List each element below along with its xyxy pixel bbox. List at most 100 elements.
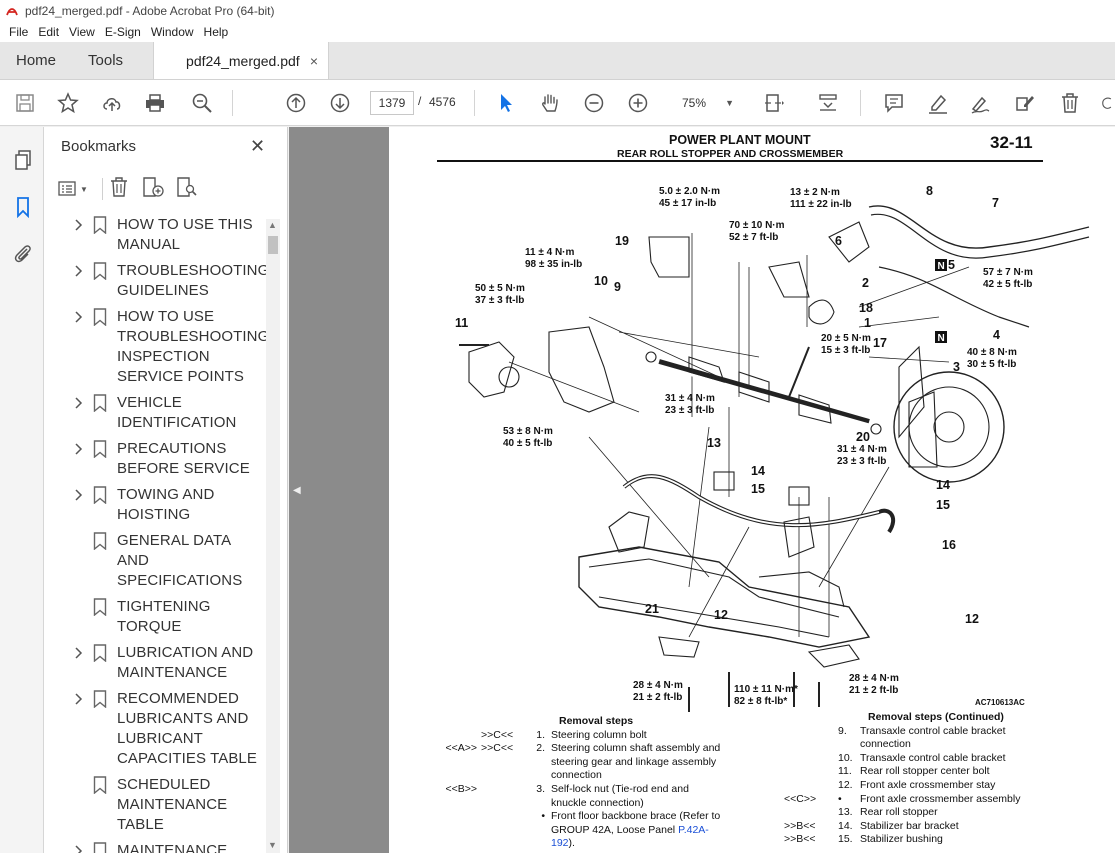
menu-view[interactable]: View bbox=[69, 25, 95, 39]
collapse-panel-arrow-icon[interactable]: ◀ bbox=[293, 485, 301, 496]
close-panel-icon[interactable]: ✕ bbox=[250, 136, 266, 156]
step-row: >>B<<15.Stabilizer bushing bbox=[746, 833, 1076, 847]
upload-cloud-icon[interactable] bbox=[100, 91, 124, 115]
bookmark-item[interactable]: LUBRICATION AND MAINTENANCE bbox=[44, 643, 266, 683]
edit-stamp-icon[interactable] bbox=[1012, 91, 1036, 115]
step-text-content: Front floor backbone brace (Refer to GRO… bbox=[551, 810, 721, 836]
torque-spec-label: 31 ± 4 N·m bbox=[665, 393, 715, 404]
window-title: pdf24_merged.pdf - Adobe Acrobat Pro (64… bbox=[25, 4, 275, 18]
bookmarks-scrollbar[interactable]: ▲ ▼ bbox=[266, 219, 280, 853]
step-marker bbox=[746, 779, 816, 793]
zoom-in-icon[interactable] bbox=[626, 91, 650, 115]
bookmark-item[interactable]: RECOMMENDED LUBRICANTS AND LUBRICANT CAP… bbox=[44, 689, 266, 769]
menu-help[interactable]: Help bbox=[203, 25, 229, 39]
chevron-right-icon[interactable] bbox=[73, 645, 85, 661]
step-marker bbox=[481, 810, 525, 851]
bookmark-item[interactable]: SCHEDULED MAINTENANCE TABLE bbox=[44, 775, 266, 835]
torque-spec-label: 82 ± 8 ft-lb* bbox=[734, 696, 787, 707]
select-cursor-icon[interactable] bbox=[494, 91, 518, 115]
torque-spec-label: 23 ± 3 ft-lb bbox=[837, 456, 886, 467]
highlight-pen-icon[interactable] bbox=[926, 91, 950, 115]
find-bookmark-icon[interactable] bbox=[175, 176, 199, 203]
tab-home[interactable]: Home bbox=[16, 52, 57, 69]
zoom-level-select[interactable]: 75% ▼ bbox=[668, 91, 740, 115]
chevron-right-icon[interactable] bbox=[73, 487, 85, 503]
torque-spec-label: 21 ± 2 ft-lb bbox=[633, 692, 682, 703]
next-page-icon[interactable] bbox=[328, 91, 352, 115]
bookmark-item[interactable]: PRECAUTIONS BEFORE SERVICE bbox=[44, 439, 266, 479]
step-marker: >>B<< bbox=[784, 819, 816, 832]
bookmark-options-icon[interactable]: ▼ bbox=[58, 180, 96, 198]
torque-spec-label: 40 ± 5 ft-lb bbox=[503, 438, 552, 449]
zoom-search-icon[interactable] bbox=[190, 91, 214, 115]
bookmark-item[interactable]: VEHICLE IDENTIFICATION bbox=[44, 393, 266, 433]
step-number: • bbox=[838, 792, 842, 805]
callout-number: 6 bbox=[835, 234, 842, 248]
bookmark-item[interactable]: GENERAL DATA AND SPECIFICATIONS bbox=[44, 531, 266, 591]
comment-icon[interactable] bbox=[882, 91, 906, 115]
scroll-mode-icon[interactable] bbox=[816, 91, 840, 115]
callout-number: 4 bbox=[993, 328, 1000, 342]
tab-close-icon[interactable]: × bbox=[309, 52, 319, 69]
step-row: •Front floor backbone brace (Refer to GR… bbox=[437, 810, 757, 851]
torque-spec-label: 98 ± 35 in-lb bbox=[525, 259, 582, 270]
pages-thumbnails-icon[interactable] bbox=[11, 148, 35, 172]
draw-pen-icon[interactable] bbox=[968, 91, 992, 115]
bookmark-item[interactable]: TROUBLESHOOTING GUIDELINES bbox=[44, 261, 266, 301]
zoom-out-icon[interactable] bbox=[582, 91, 606, 115]
bookmark-item[interactable]: TIGHTENING TORQUE bbox=[44, 597, 266, 637]
bookmark-panel-icon[interactable] bbox=[11, 195, 35, 219]
delete-trash-icon[interactable] bbox=[1058, 91, 1082, 115]
rotate-icon[interactable] bbox=[1100, 91, 1115, 115]
step-row: >>B<<14.Stabilizer bar bracket bbox=[746, 820, 1076, 834]
menu-file[interactable]: File bbox=[9, 25, 29, 39]
page-number-input[interactable]: 1379 bbox=[370, 91, 414, 115]
menu-window[interactable]: Window bbox=[150, 25, 194, 39]
reference-link[interactable]: P.42A-192 bbox=[551, 823, 709, 850]
step-marker: <<C>> bbox=[784, 792, 817, 805]
document-viewport[interactable]: ◀ POWER PLANT MOUNT REAR ROLL STOPPER AN… bbox=[289, 127, 1115, 853]
bookmark-item[interactable]: TOWING AND HOISTING bbox=[44, 485, 266, 525]
chevron-right-icon[interactable] bbox=[73, 263, 85, 279]
chevron-right-icon[interactable] bbox=[73, 691, 85, 707]
torque-spec-label: 13 ± 2 N·m bbox=[790, 187, 840, 198]
step-text-content: Steering column shaft assembly and steer… bbox=[551, 742, 721, 782]
chevron-right-icon[interactable] bbox=[73, 395, 85, 411]
bookmarks-title: Bookmarks bbox=[61, 138, 137, 155]
save-icon[interactable] bbox=[13, 91, 37, 115]
chevron-right-icon[interactable] bbox=[73, 843, 85, 853]
scroll-down-arrow-icon[interactable]: ▼ bbox=[268, 840, 277, 850]
menu-esign[interactable]: E-Sign bbox=[104, 25, 141, 39]
chevron-right-icon[interactable] bbox=[73, 309, 85, 325]
scroll-up-arrow-icon[interactable]: ▲ bbox=[268, 220, 277, 230]
bookmarks-panel: Bookmarks ✕ ▼ HOW TO USE THIS MANUAL TROU… bbox=[44, 127, 288, 853]
torque-spec-label: 28 ± 4 N·m bbox=[849, 673, 899, 684]
chevron-right-icon[interactable] bbox=[73, 441, 85, 457]
callout-number: 10 bbox=[594, 274, 608, 288]
attachments-paperclip-icon[interactable] bbox=[11, 241, 35, 265]
bookmark-item[interactable]: HOW TO USE THIS MANUAL bbox=[44, 215, 266, 255]
tab-document[interactable]: pdf24_merged.pdf × bbox=[153, 42, 330, 79]
bookmark-label: VEHICLE IDENTIFICATION bbox=[117, 394, 237, 431]
new-bookmark-icon[interactable] bbox=[141, 176, 165, 203]
hand-tool-icon[interactable] bbox=[538, 91, 562, 115]
delete-bookmark-icon[interactable] bbox=[109, 176, 129, 203]
page-separator: / bbox=[418, 94, 422, 108]
star-icon[interactable] bbox=[56, 91, 80, 115]
scrollbar-thumb[interactable] bbox=[268, 236, 278, 254]
torque-spec-label: 37 ± 3 ft-lb bbox=[475, 295, 524, 306]
bookmark-item[interactable]: HOW TO USE TROUBLESHOOTING/ INSPECTION S… bbox=[44, 307, 266, 387]
bookmark-item[interactable]: MAINTENANCE SERVICE bbox=[44, 841, 266, 853]
menu-edit[interactable]: Edit bbox=[38, 25, 60, 39]
page-fit-icon[interactable] bbox=[762, 91, 786, 115]
previous-page-icon[interactable] bbox=[284, 91, 308, 115]
steps-heading: Removal steps bbox=[559, 715, 634, 727]
chevron-right-icon[interactable] bbox=[73, 217, 85, 233]
page-header-subtitle: REAR ROLL STOPPER AND CROSSMEMBER bbox=[617, 148, 844, 160]
bookmark-label: PRECAUTIONS BEFORE SERVICE bbox=[117, 440, 250, 477]
tab-tools[interactable]: Tools bbox=[88, 52, 124, 69]
print-icon[interactable] bbox=[143, 91, 167, 115]
torque-spec-label: 31 ± 4 N·m bbox=[837, 444, 887, 455]
bookmarks-toolbar: ▼ bbox=[58, 175, 199, 203]
bookmark-icon bbox=[93, 394, 107, 413]
